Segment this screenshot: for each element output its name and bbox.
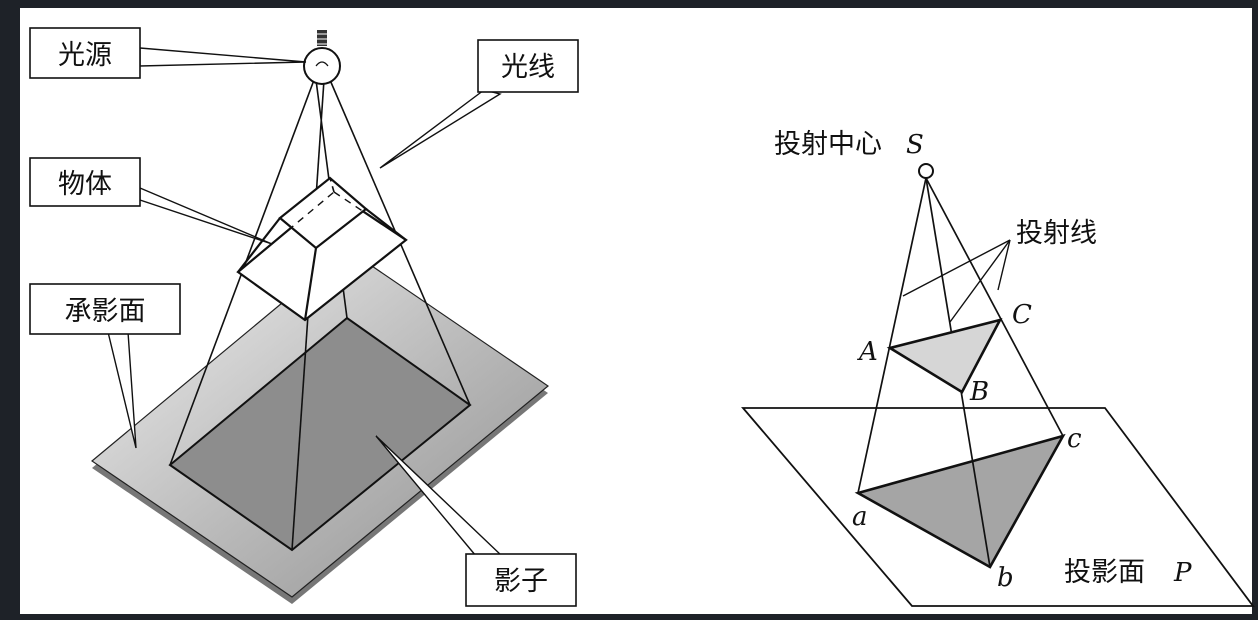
label-vertex-C: C [1012, 300, 1032, 330]
label-shadow: 影子 [494, 566, 548, 597]
projected-triangle-abc [854, 433, 1066, 569]
label-light-rays: 光线 [501, 52, 555, 83]
callout-shadow: 影子 [375, 435, 577, 607]
label-projection-plane: 投影面 [1064, 557, 1145, 588]
callout-receiving-plane: 承影面 [29, 283, 181, 449]
projection-center-point [918, 163, 934, 179]
projection-line-leaders [902, 239, 1011, 323]
label-object: 物体 [58, 169, 112, 200]
label-vertex-A: A [857, 337, 878, 367]
label-projection-center-symbol: S [906, 130, 924, 160]
callout-light-rays: 光线 [379, 39, 579, 169]
label-light-source: 光源 [58, 40, 112, 71]
label-projection-plane-symbol: P [1173, 558, 1192, 588]
light-bulb-icon [303, 30, 341, 85]
label-vertex-b: b [997, 563, 1014, 593]
object-frustum [236, 176, 408, 322]
callout-object: 物体 [29, 157, 273, 245]
label-vertex-c: c [1067, 424, 1082, 454]
label-vertex-a: a [852, 502, 868, 532]
label-vertex-B: B [969, 377, 989, 407]
label-projection-center: 投射中心 [774, 129, 882, 160]
callout-light-source: 光源 [29, 27, 307, 79]
label-receiving-plane: 承影面 [65, 296, 146, 327]
label-projection-lines: 投射线 [1016, 218, 1097, 249]
object-triangle-ABC [886, 318, 1003, 394]
right-figure: 投射中心 S 投射线 A B C a b c 投影面 P [741, 129, 1255, 607]
left-figure: 光源 光线 物体 承影面 影子 [29, 27, 579, 607]
